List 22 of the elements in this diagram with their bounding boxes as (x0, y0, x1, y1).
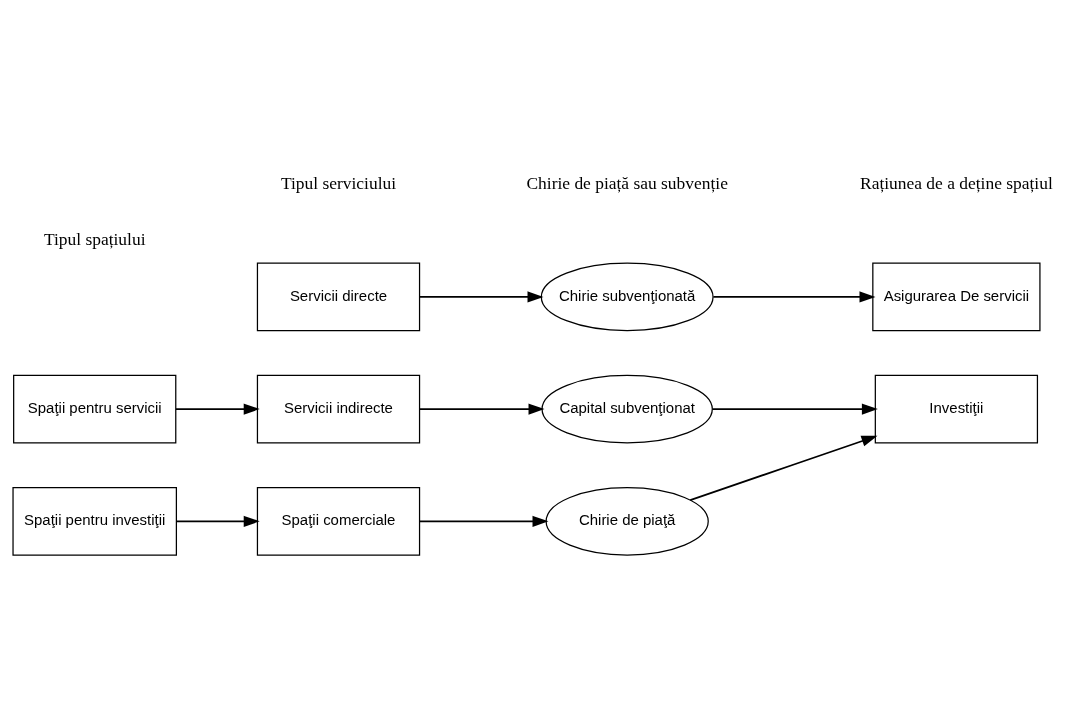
arrow (712, 291, 876, 303)
arrow (689, 435, 878, 501)
label: Rațiunea de a deține spațiul (860, 173, 1053, 194)
arrow (418, 291, 544, 303)
node-ellipse: Capital subvenţionat (541, 374, 713, 444)
label: Chirie de piață sau subvenție (526, 173, 728, 194)
node-box: Servicii directe (256, 262, 421, 332)
node-box: Investiţii (874, 374, 1039, 444)
node-box: Spaţii pentru investiţii (12, 487, 177, 556)
node-box: Asigurarea De servicii (872, 262, 1041, 332)
label: Tipul spațiului (43, 229, 146, 250)
arrow (175, 515, 260, 527)
node-box: Servicii indirecte (256, 374, 421, 444)
node-box: Spaţii comerciale (256, 487, 421, 556)
node-box: Spaţii pentru servicii (13, 374, 177, 444)
node-ellipse: Chirie de piaţă (545, 487, 709, 556)
arrow (711, 403, 878, 415)
label: Tipul serviciului (280, 173, 397, 194)
arrow (175, 403, 260, 415)
arrow (418, 403, 545, 415)
arrow (418, 515, 549, 527)
node-ellipse: Chirie subvenţionată (540, 262, 714, 332)
